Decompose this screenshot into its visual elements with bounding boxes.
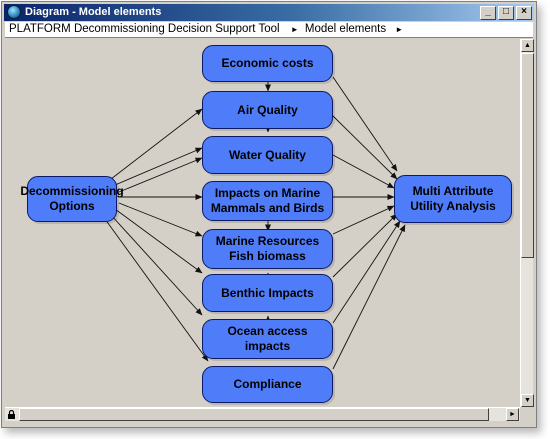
- node-water-quality[interactable]: Water Quality: [202, 136, 333, 174]
- maximize-button[interactable]: □: [498, 6, 514, 20]
- scroll-up-icon: ▲: [524, 42, 531, 49]
- vertical-scroll-thumb[interactable]: [521, 53, 534, 258]
- node-economic-costs[interactable]: Economic costs: [202, 45, 333, 82]
- node-label: Benthic Impacts: [221, 285, 314, 300]
- scroll-right-icon: ►: [509, 411, 516, 418]
- window-controls: _ □ ×: [480, 6, 532, 20]
- node-benthic-impacts[interactable]: Benthic Impacts: [202, 274, 333, 312]
- horizontal-scrollbar[interactable]: ►: [5, 407, 520, 421]
- title-bar[interactable]: Diagram - Model elements _ □ ×: [4, 4, 534, 21]
- breadcrumb-separator-icon: ►: [395, 25, 404, 34]
- minimize-button[interactable]: _: [480, 6, 496, 20]
- node-label: Air Quality: [237, 102, 298, 117]
- scroll-right-button[interactable]: ►: [506, 408, 519, 421]
- scroll-up-button[interactable]: ▲: [521, 39, 534, 52]
- lock-icon[interactable]: [7, 409, 16, 419]
- resize-grip[interactable]: [520, 407, 533, 421]
- close-button[interactable]: ×: [516, 6, 532, 20]
- app-icon[interactable]: [7, 5, 21, 19]
- maximize-icon: □: [502, 6, 510, 17]
- node-compliance[interactable]: Compliance: [202, 366, 333, 403]
- breadcrumb-item-model[interactable]: PLATFORM Decommissioning Decision Suppor…: [9, 23, 280, 35]
- breadcrumb-item-model-elements[interactable]: Model elements: [304, 23, 387, 35]
- scroll-down-icon: ▼: [524, 397, 531, 404]
- breadcrumb-separator-icon: ►: [290, 25, 299, 34]
- diagram-window: Diagram - Model elements _ □ × PLATFORM …: [1, 1, 537, 428]
- node-label: Compliance: [233, 377, 302, 391]
- influence-arrows: [104, 76, 406, 376]
- node-label: Water Quality: [229, 147, 306, 162]
- close-icon: ×: [521, 6, 527, 17]
- breadcrumb: PLATFORM Decommissioning Decision Suppor…: [5, 22, 533, 38]
- node-air-quality[interactable]: Air Quality: [202, 91, 333, 129]
- scroll-down-button[interactable]: ▼: [521, 394, 534, 407]
- horizontal-scroll-thumb[interactable]: [19, 408, 489, 421]
- minimize-icon: _: [485, 6, 491, 17]
- window-title: Diagram - Model elements: [25, 6, 162, 18]
- vertical-scrollbar[interactable]: ▲ ▼: [520, 39, 534, 407]
- node-label: Economic costs: [221, 56, 314, 70]
